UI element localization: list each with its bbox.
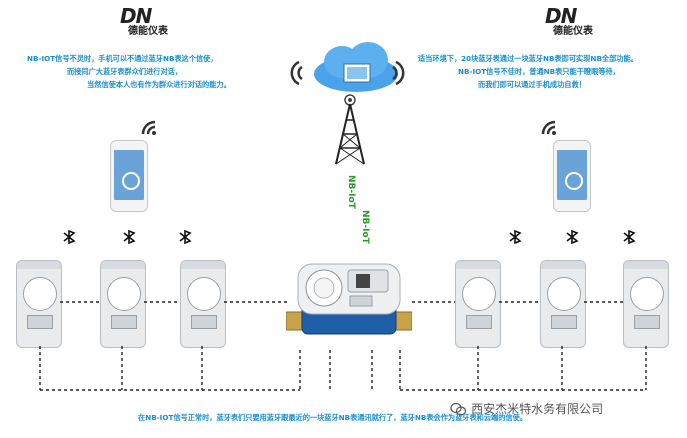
meter-display	[27, 315, 53, 329]
wechat-icon	[450, 402, 467, 416]
left-description: NB-IOT信号不灵时，手机可以不通过蓝牙NB表这个信使， 而接同广大蓝牙表群众…	[27, 52, 277, 91]
bluetooth-icon	[566, 230, 579, 244]
watermark: 西安杰米特水务有限公司	[450, 398, 603, 417]
bluetooth-icon	[509, 230, 522, 244]
phone-ring	[122, 172, 140, 190]
logo-left: DN 德能仪表	[120, 6, 168, 38]
logo-name: 德能仪表	[128, 26, 168, 37]
meter-dial	[107, 277, 141, 311]
phone-icon	[110, 140, 148, 212]
bluetooth-icon	[123, 230, 136, 244]
water-meter-icon	[623, 260, 669, 348]
bottom-caption: 在NB-IOT信号正常时，蓝牙表们只要用蓝牙跟最近的一块蓝牙NB表通讯就行了，蓝…	[138, 413, 527, 422]
left-text-line: 当然信使本人也有作为群众进行对话的能力。	[87, 80, 231, 89]
meter-top-band	[17, 261, 61, 269]
wifi-icon	[541, 120, 556, 135]
meter-top-band	[541, 261, 585, 269]
cloud-icon	[314, 42, 398, 92]
meter-top-band	[624, 261, 668, 269]
logo-mark: DN	[545, 4, 577, 28]
meter-dial	[630, 277, 664, 311]
logo-mark: DN	[120, 4, 152, 28]
wifi-icon	[290, 60, 303, 86]
right-text-line: 而我们即可以通过手机成功自救！	[478, 80, 586, 89]
nb-iot-label: NB-IoT	[346, 175, 356, 209]
water-meter-icon	[16, 260, 62, 348]
left-text-line: 而接同广大蓝牙表群众们进行对话，	[67, 67, 183, 76]
tower-icon	[335, 94, 365, 165]
meter-display	[634, 315, 660, 329]
logo-name: 德能仪表	[553, 26, 593, 37]
logo-right: DN 德能仪表	[545, 6, 593, 38]
wifi-icon	[392, 60, 405, 86]
meter-display	[191, 315, 217, 329]
phone-screen	[114, 150, 144, 200]
meter-display	[466, 315, 492, 329]
left-text-line: NB-IOT信号不灵时，手机可以不通过蓝牙NB表这个信使，	[27, 54, 218, 63]
right-text-line: NB-IOT信号不佳时，普通NB表只能干瞪眼等待，	[458, 67, 620, 76]
phone-screen	[557, 150, 587, 200]
wifi-icon	[141, 120, 156, 135]
meter-dial	[23, 277, 57, 311]
bluetooth-icon	[63, 230, 76, 244]
water-meter-icon	[100, 260, 146, 348]
water-meter-icon	[180, 260, 226, 348]
water-meter-icon	[540, 260, 586, 348]
meter-top-band	[456, 261, 500, 269]
watermark-text: 西安杰米特水务有限公司	[471, 402, 604, 416]
phone-icon	[553, 140, 591, 212]
right-description: 适当环境下，20块蓝牙表通过一块蓝牙NB表即可实现NB全部功能。 NB-IOT信…	[418, 52, 678, 91]
right-text-line: 适当环境下，20块蓝牙表通过一块蓝牙NB表即可实现NB全部功能。	[418, 54, 638, 63]
meter-dial	[547, 277, 581, 311]
meter-display	[551, 315, 577, 329]
meter-dial	[462, 277, 496, 311]
phone-ring	[565, 172, 583, 190]
meter-dial	[187, 277, 221, 311]
meter-top-band	[101, 261, 145, 269]
meter-display	[111, 315, 137, 329]
meter-top-band	[181, 261, 225, 269]
bluetooth-icon	[623, 230, 636, 244]
bluetooth-links	[39, 301, 647, 391]
nb-water-meter-icon	[286, 263, 412, 335]
bluetooth-icon	[179, 230, 192, 244]
nb-iot-label: NB-IoT	[360, 210, 370, 244]
